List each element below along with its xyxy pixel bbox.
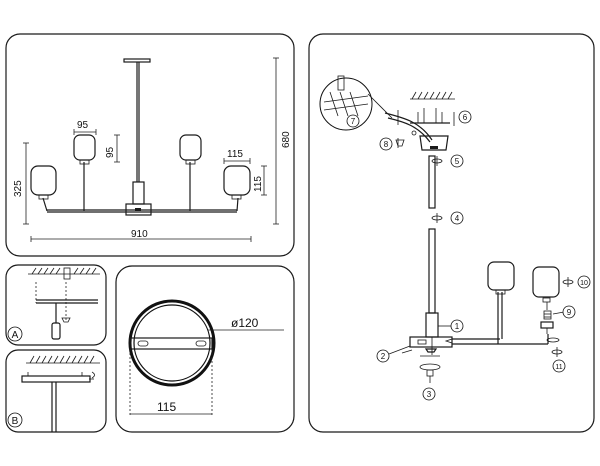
dim-shade-width-left: 95 xyxy=(77,120,89,131)
svg-text:8: 8 xyxy=(384,140,389,149)
svg-text:3: 3 xyxy=(427,390,432,399)
dim-total-height: 680 xyxy=(281,131,292,148)
dim-side-height: 325 xyxy=(13,180,24,197)
rod-upper xyxy=(428,155,436,209)
callout-5: 5 xyxy=(450,154,464,168)
ceiling-hatch-a xyxy=(31,267,97,275)
svg-text:10: 10 xyxy=(580,280,588,287)
callout-4: 4 xyxy=(450,211,464,225)
ceiling-hatch xyxy=(410,91,455,100)
svg-text:6: 6 xyxy=(463,113,468,122)
callout-1: 1 xyxy=(450,319,464,333)
callout-3: 3 xyxy=(422,387,436,401)
callout-9: 9 xyxy=(562,305,576,319)
overview-frame xyxy=(5,33,295,257)
zoom-bubble xyxy=(319,77,373,131)
dim-shade-height-left: 95 xyxy=(105,146,116,158)
callout-10: 10 xyxy=(577,275,591,289)
canopy-panel: ø120 115 xyxy=(115,265,295,433)
detail-b-panel: B xyxy=(5,349,107,433)
detail-b-label: B xyxy=(12,416,19,427)
svg-text:7: 7 xyxy=(351,117,356,126)
svg-text:4: 4 xyxy=(455,214,460,223)
assembly-frame xyxy=(308,33,595,433)
overview-panel: 95 95 115 115 325 680 910 xyxy=(5,33,295,257)
assembly-shade-right xyxy=(532,266,560,298)
dim-shade-width-right: 115 xyxy=(227,149,243,160)
callout-2: 2 xyxy=(376,349,390,363)
washer-icon xyxy=(431,156,443,166)
callout-11: 11 xyxy=(552,359,566,373)
callout-8: 8 xyxy=(379,137,393,151)
svg-text:9: 9 xyxy=(567,308,572,317)
dim-canopy-diameter: ø120 xyxy=(231,316,259,330)
assembly-panel: 1 2 3 4 5 6 7 8 xyxy=(308,33,595,433)
dim-shade-height-right: 115 xyxy=(253,176,264,192)
svg-text:1: 1 xyxy=(455,322,460,331)
detail-a-panel: A xyxy=(5,264,107,346)
callout-7: 7 xyxy=(346,114,360,128)
dim-canopy-plate: 115 xyxy=(157,400,176,414)
screwdriver-icon xyxy=(51,303,61,340)
callout-6: 6 xyxy=(458,110,472,124)
assembly-hub xyxy=(409,336,453,348)
dim-total-width: 910 xyxy=(131,229,148,240)
mounting-plate xyxy=(129,337,213,350)
detail-a-label: A xyxy=(12,330,19,341)
svg-text:5: 5 xyxy=(455,157,460,166)
ceiling-hatch-b xyxy=(29,355,95,364)
assembly-canopy xyxy=(419,135,449,151)
svg-text:2: 2 xyxy=(381,352,386,361)
svg-text:11: 11 xyxy=(555,364,562,371)
